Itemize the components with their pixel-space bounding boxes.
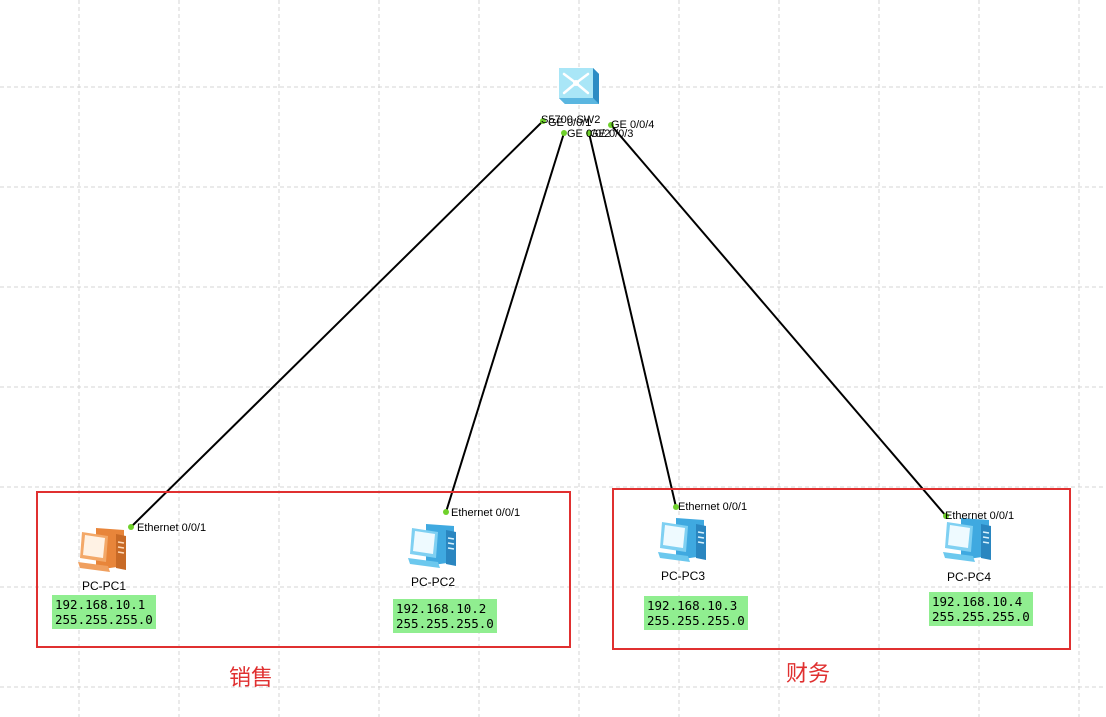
pc1-mask: 255.255.255.0 [55, 612, 153, 627]
link-pc4[interactable] [610, 124, 947, 517]
pc3-mask: 255.255.255.0 [647, 613, 745, 628]
pc1-ip-box: 192.168.10.1 255.255.255.0 [52, 595, 156, 629]
port-dot-pc3 [673, 504, 679, 510]
port-dot-sw-3 [586, 130, 592, 136]
pc2-mask: 255.255.255.0 [396, 616, 494, 631]
pc2-name-label: PC-PC2 [411, 575, 456, 589]
link-pc3[interactable] [588, 132, 677, 508]
pc1-icon[interactable] [76, 526, 132, 576]
pc2-ip-box: 192.168.10.2 255.255.255.0 [393, 599, 497, 633]
pc3-icon[interactable] [656, 516, 712, 566]
link-pc2[interactable] [445, 132, 565, 513]
group-box-finance [612, 488, 1071, 650]
pc4-ip-box: 192.168.10.4 255.255.255.0 [929, 592, 1033, 626]
switch-port-label-1: GE 0/0/1 [548, 117, 592, 129]
pc2-icon[interactable] [406, 522, 462, 572]
group-label-finance: 财务 [786, 662, 831, 687]
switch-port-label-4: GE 0/0/4 [611, 119, 655, 131]
pc2-port-label: Ethernet 0/0/1 [451, 507, 521, 519]
switch-icon[interactable] [553, 66, 601, 108]
switch-name-label: S5700-SW2 [541, 114, 601, 126]
pc1-name-label: PC-PC1 [82, 579, 127, 593]
switch-port-label-3: GE 0/0/3 [590, 128, 634, 140]
port-dot-pc4 [943, 513, 949, 519]
pc3-name-label: PC-PC3 [661, 569, 706, 583]
pc4-port-label: Ethernet 0/0/1 [945, 510, 1015, 522]
group-box-sales [36, 491, 571, 648]
pc4-icon[interactable] [941, 516, 997, 566]
pc4-ip: 192.168.10.4 [932, 594, 1023, 609]
switch-port-label-2: GE 0/0/2 [567, 128, 611, 140]
link-pc1[interactable] [130, 120, 544, 528]
pc3-ip-box: 192.168.10.3 255.255.255.0 [644, 596, 748, 630]
port-dot-sw-4 [608, 122, 614, 128]
pc3-port-label: Ethernet 0/0/1 [678, 501, 748, 513]
pc1-port-label: Ethernet 0/0/1 [137, 522, 207, 534]
pc3-ip: 192.168.10.3 [647, 598, 738, 613]
port-dot-pc1 [128, 524, 134, 530]
pc1-ip: 192.168.10.1 [55, 597, 146, 612]
port-dot-sw-1 [540, 118, 546, 124]
group-label-sales: 销售 [229, 666, 274, 691]
pc2-ip: 192.168.10.2 [396, 601, 487, 616]
pc4-mask: 255.255.255.0 [932, 609, 1030, 624]
port-dot-pc2 [443, 509, 449, 515]
port-dot-sw-2 [561, 130, 567, 136]
pc4-name-label: PC-PC4 [947, 570, 992, 584]
